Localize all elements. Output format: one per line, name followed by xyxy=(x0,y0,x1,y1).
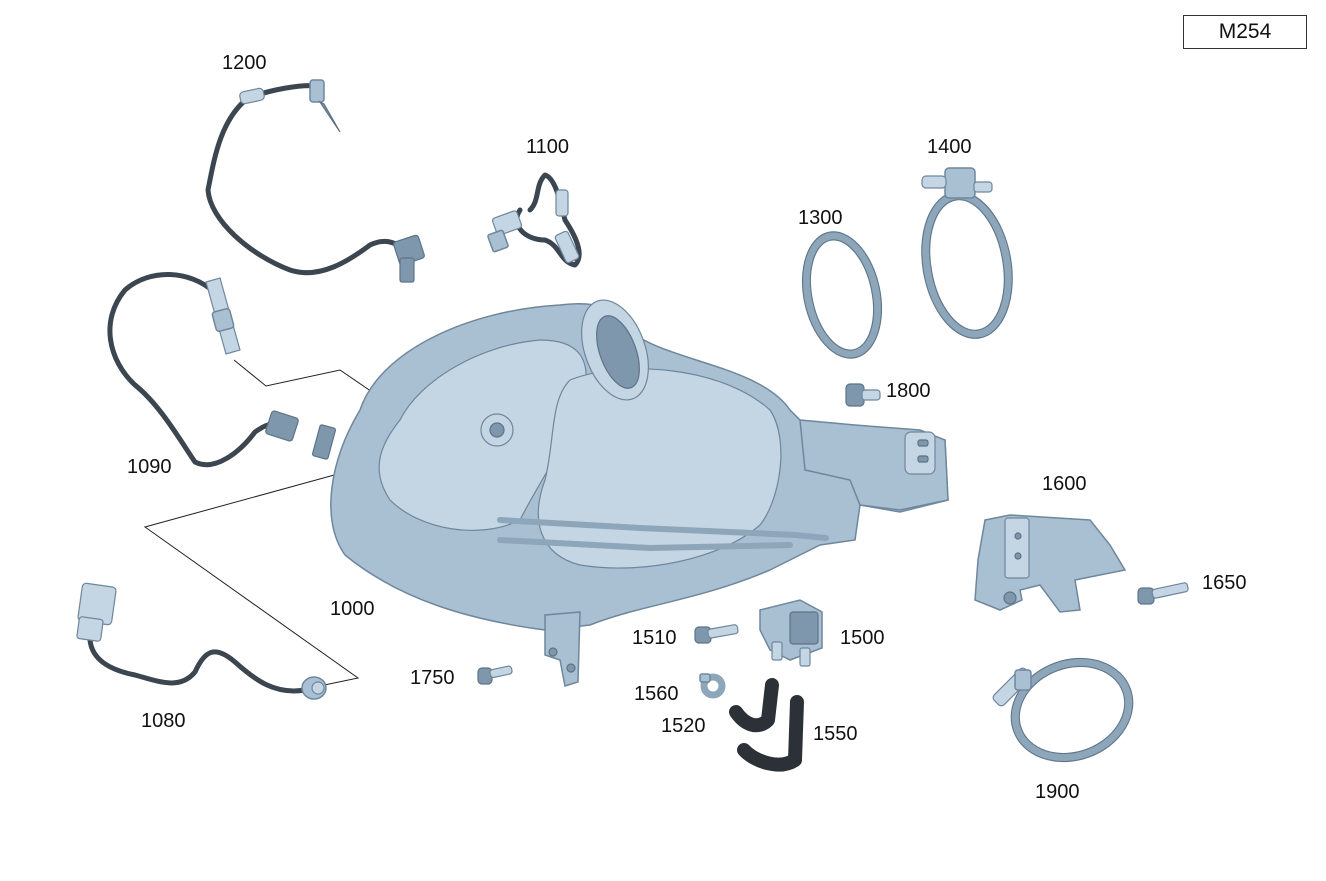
part-1650-bolt xyxy=(1137,582,1189,605)
sensor-1080 xyxy=(76,582,327,700)
part-1900-band-clamp xyxy=(992,657,1134,763)
callout-1600: 1600 xyxy=(1042,473,1087,495)
part-1500-pressure-sensor xyxy=(759,599,823,667)
callout-1510: 1510 xyxy=(632,627,677,649)
leader-lines xyxy=(143,359,499,689)
part-1000-catalytic-converter xyxy=(311,299,949,687)
callout-1080: 1080 xyxy=(141,710,186,732)
callout-1550: 1550 xyxy=(813,723,858,745)
callout-1400: 1400 xyxy=(927,136,972,158)
part-1300-sealing-ring xyxy=(801,231,883,359)
callout-1520: 1520 xyxy=(661,715,706,737)
callout-1500: 1500 xyxy=(840,627,885,649)
part-1520-hose xyxy=(729,678,779,733)
part-1400-clamp xyxy=(921,167,1013,339)
part-1600-bracket xyxy=(974,514,1127,613)
callout-1100: 1100 xyxy=(526,136,570,158)
part-1750-bolt xyxy=(477,665,513,685)
engine-code-tag: M254 xyxy=(1183,15,1307,49)
leader-1080 xyxy=(143,429,499,689)
callout-1090: 1090 xyxy=(127,456,172,478)
callout-1300: 1300 xyxy=(798,207,843,229)
callout-1650: 1650 xyxy=(1202,572,1247,594)
part-1800-bolt xyxy=(845,383,881,407)
callout-1560: 1560 xyxy=(634,683,679,705)
part-1550-hose xyxy=(737,695,804,772)
leader-1090 xyxy=(233,359,379,397)
sensor-1090 xyxy=(107,272,299,468)
callout-1750: 1750 xyxy=(410,667,455,689)
part-1510-bolt xyxy=(694,624,739,644)
sensor-1200 xyxy=(205,79,425,283)
part-1560-hose-clip xyxy=(699,673,726,699)
callout-1200: 1200 xyxy=(222,52,267,74)
sensor-1100 xyxy=(487,172,582,268)
callout-1800: 1800 xyxy=(886,380,931,402)
callout-1000: 1000 xyxy=(330,598,375,620)
callout-1900: 1900 xyxy=(1035,781,1080,803)
